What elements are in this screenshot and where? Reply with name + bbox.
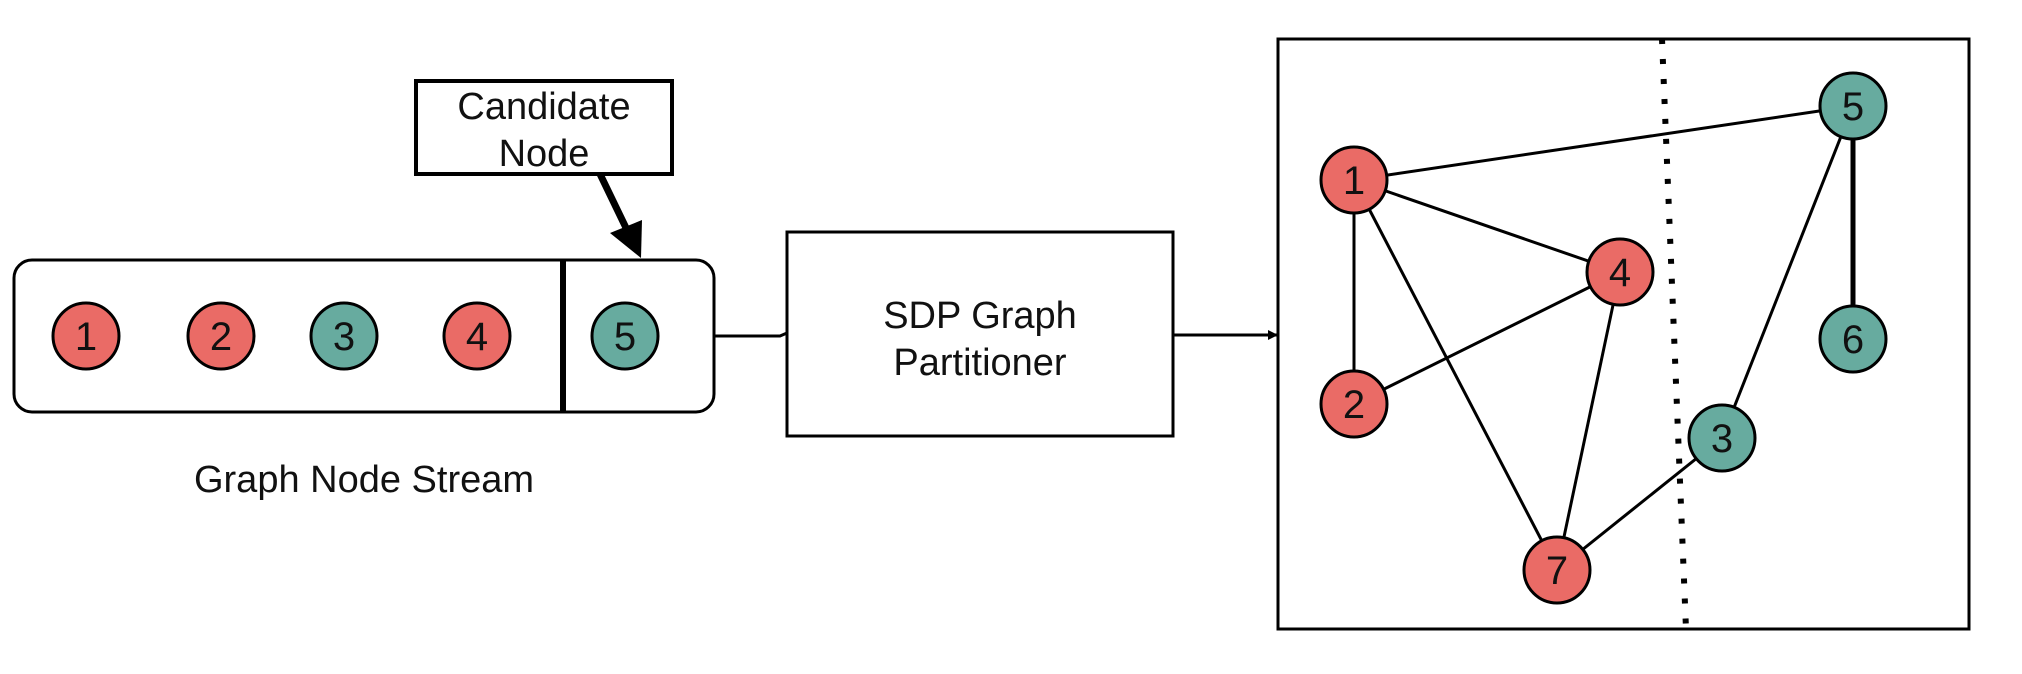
graph-node-3: 3: [1687, 403, 1757, 473]
stream-node-5: 5: [590, 301, 660, 371]
candidate-pointer-arrow: [596, 172, 642, 258]
stream-node-circle: [590, 301, 660, 371]
sdp-graph-partitioner: SDP Graph Partitioner: [785, 230, 1175, 438]
graph-edge-4-7: [1555, 271, 1622, 571]
graph-node-6: 6: [1818, 304, 1888, 374]
stream-node-circle: [186, 301, 256, 371]
graph-node-circle: [1522, 535, 1592, 605]
graph-node-label: 3: [1711, 417, 1733, 461]
candidate-node-label-line2: Node: [499, 133, 590, 175]
candidate-node-label-line1: Candidate: [457, 86, 630, 128]
stream-node-label: 4: [466, 315, 488, 359]
graph-edge-7-3: [1556, 436, 1723, 572]
graph-node-circle: [1687, 403, 1757, 473]
stream-node-1: 1: [51, 301, 121, 371]
stream-node-label: 1: [75, 315, 97, 359]
graph-node-circle: [1319, 145, 1389, 215]
graph-node-circle: [1818, 71, 1888, 141]
graph-node-label: 1: [1343, 159, 1365, 203]
graph-node-label: 4: [1609, 251, 1631, 295]
graph-node-label: 7: [1546, 549, 1568, 593]
graph-node-1: 1: [1319, 145, 1389, 215]
partitioned-graph: 1 4 2 7 5 6 3: [1276, 37, 1971, 631]
stream-to-partitioner-line: [714, 331, 788, 338]
stream-node-circle: [309, 301, 379, 371]
graph-node-circle: [1818, 304, 1888, 374]
stream-node-3: 3: [309, 301, 379, 371]
graph-edge-1-5: [1353, 104, 1854, 182]
stream-node-4: 4: [442, 301, 512, 371]
graph-node-2: 2: [1319, 369, 1389, 439]
graph-node-circle: [1585, 237, 1655, 307]
partitioner-box: [785, 230, 1175, 438]
graph-node-stream: 1 2 3 4 5: [12, 258, 716, 414]
graph-edge-1-4: [1353, 178, 1621, 274]
graph-node-circle: [1319, 369, 1389, 439]
graph-node-label: 2: [1343, 383, 1365, 427]
graph-edge-3-5: [1720, 105, 1855, 439]
graph-edge-1-7: [1352, 179, 1559, 571]
graph-node-7: 7: [1522, 535, 1592, 605]
stream-node-circle: [442, 301, 512, 371]
candidate-node-box: [414, 79, 674, 176]
stream-node-2: 2: [186, 301, 256, 371]
graph-edge-2-4: [1353, 270, 1621, 406]
graph-node-4: 4: [1585, 237, 1655, 307]
graph-node-stream-label: Graph Node Stream: [194, 459, 534, 501]
stream-node-label: 2: [210, 315, 232, 359]
stream-node-label: 3: [333, 315, 355, 359]
graph-node-5: 5: [1818, 71, 1888, 141]
graph-node-label: 6: [1842, 318, 1864, 362]
partitioner-label-line1: SDP Graph: [883, 295, 1077, 337]
graph-node-label: 5: [1842, 85, 1864, 129]
candidate-node-callout: Candidate Node: [414, 79, 674, 176]
stream-node-label: 5: [614, 315, 636, 359]
stream-node-circle: [51, 301, 121, 371]
partitioner-label-line2: Partitioner: [893, 342, 1067, 384]
